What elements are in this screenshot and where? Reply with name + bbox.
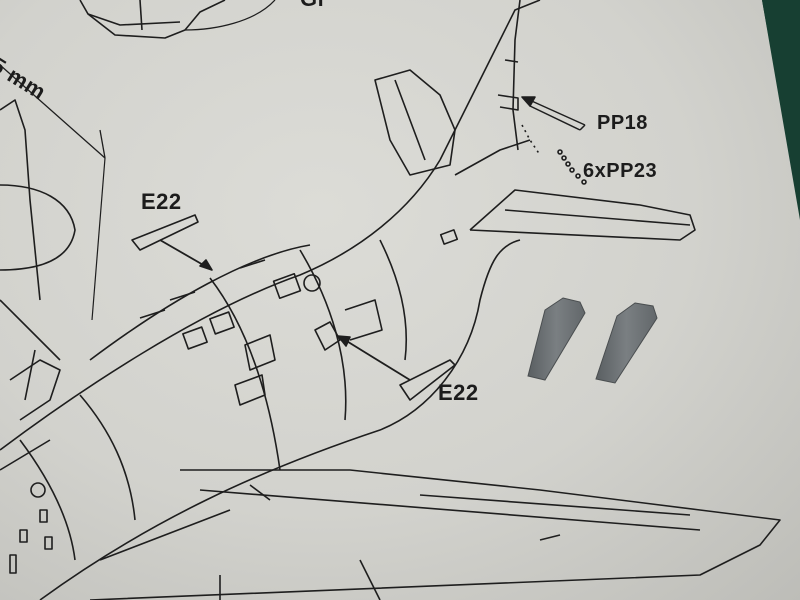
resin-part-1 [527, 297, 586, 381]
part-label-pp23: 6xPP23 [583, 160, 658, 182]
green-cutting-mat-edge [762, 0, 800, 600]
part-label-pp18: PP18 [597, 112, 648, 134]
part-label-e22-upper: E22 [141, 189, 182, 214]
resin-part-2 [595, 302, 658, 384]
partial-label-top: Gr [300, 0, 327, 12]
part-label-e22-lower: E22 [438, 380, 479, 405]
